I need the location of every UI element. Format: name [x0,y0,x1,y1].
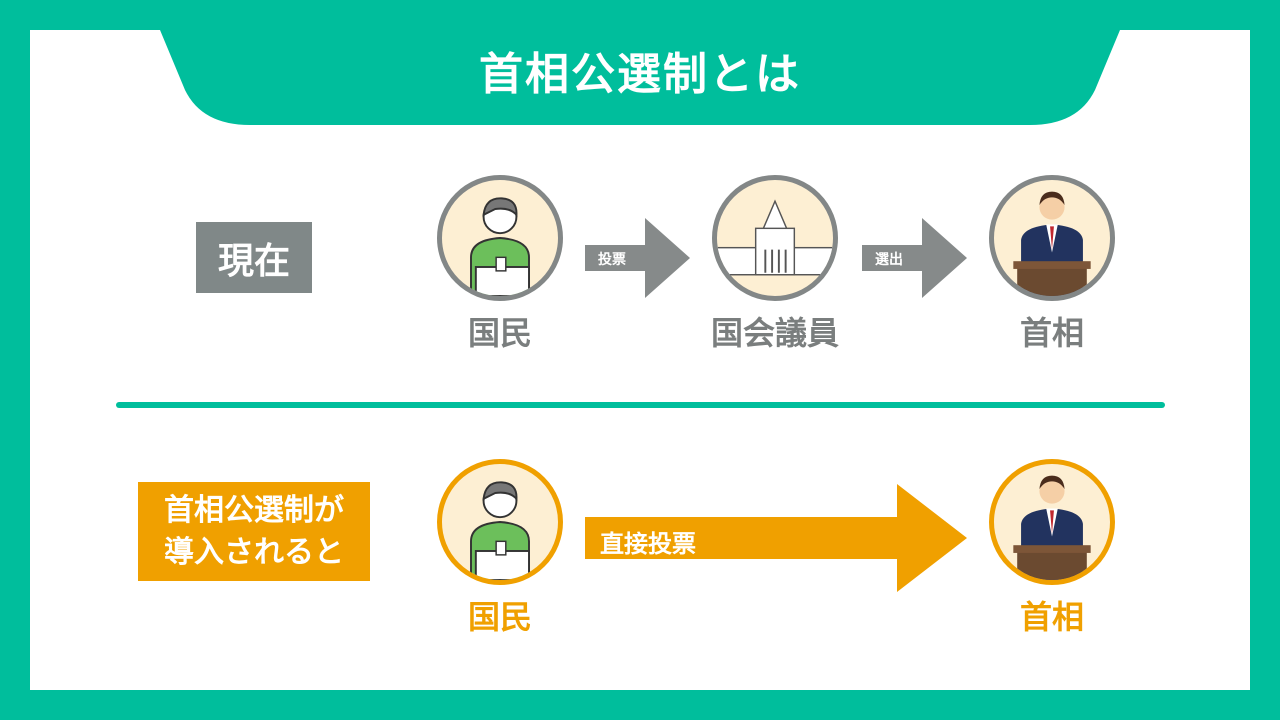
proposed-label-line1: 首相公選制が [164,492,344,528]
citizen-icon [437,175,563,301]
arrow-vote-label: 投票 [598,252,626,268]
title-tab [160,30,1120,125]
page-title: 首相公選制とは [479,49,801,100]
citizen-icon [437,459,563,585]
current-label: 現在 [196,222,312,293]
arrow-vote [585,218,690,298]
node-prime-minister: 首相 [1019,314,1084,352]
proposed-label: 首相公選制が 導入されると [138,482,370,581]
diet-building-icon [712,175,838,301]
arrow-direct-vote-label: 直接投票 [600,530,696,558]
arrow-direct-vote [585,484,967,592]
node-citizens: 国民 [467,314,532,352]
prime-minister-icon [989,459,1115,585]
node-citizens: 国民 [467,598,532,636]
node-prime-minister: 首相 [1019,598,1084,636]
prime-minister-icon [989,175,1115,301]
proposed-label-line2: 導入されると [164,534,344,570]
divider [116,402,1165,408]
arrow-elect [862,218,967,298]
arrow-elect-label: 選出 [875,252,903,268]
node-diet-members: 国会議員 [710,314,839,352]
